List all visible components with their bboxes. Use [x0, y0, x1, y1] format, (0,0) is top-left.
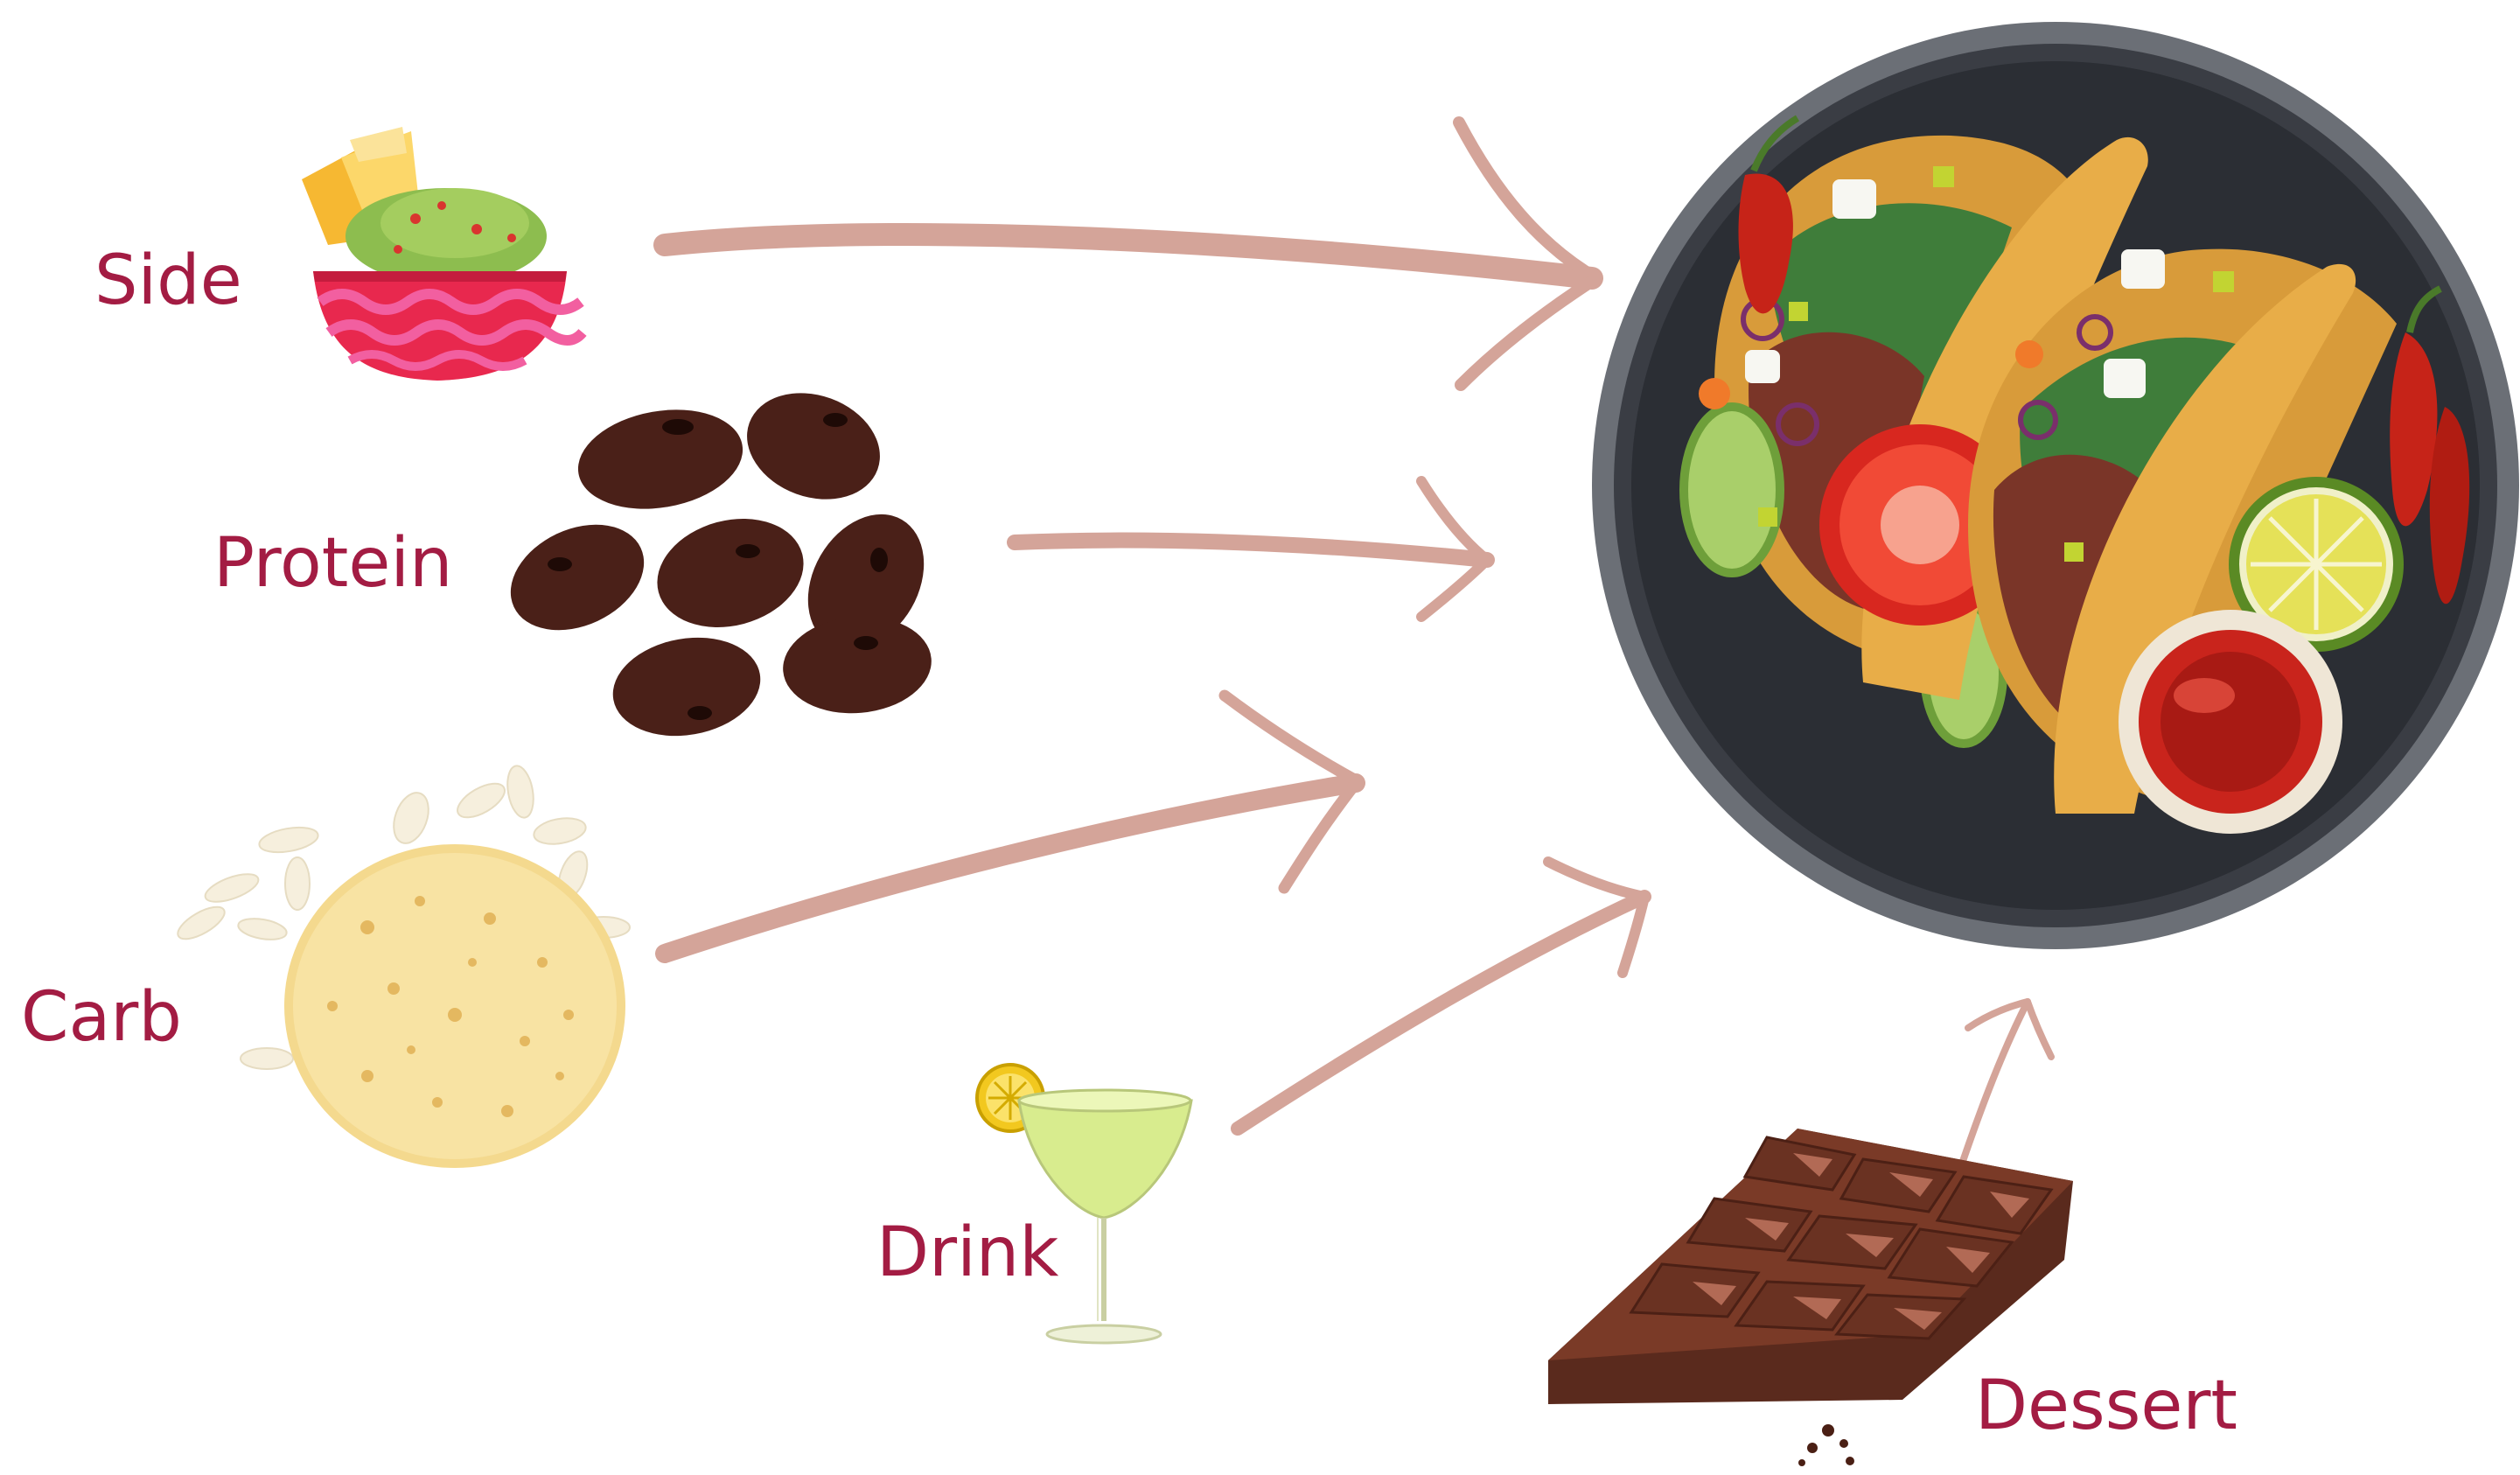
label-dessert: Dessert: [1975, 1372, 2237, 1440]
label-side: Side: [94, 247, 242, 315]
arrow-protein-to-plate: [1015, 481, 1487, 617]
tortilla-icon: [173, 764, 630, 1168]
taco-plate-icon: [1592, 22, 2519, 949]
label-drink: Drink: [876, 1219, 1058, 1287]
label-carb: Carb: [21, 983, 182, 1052]
arrow-drink-to-plate: [1238, 862, 1644, 1129]
margarita-icon: [977, 1065, 1191, 1343]
arrow-side-to-plate: [665, 122, 1596, 385]
arrow-dessert-to-plate: [1958, 1002, 2051, 1177]
label-protein: Protein: [213, 529, 452, 598]
beans-icon: [493, 375, 947, 747]
arrow-carb-to-plate: [665, 696, 1358, 954]
guacamole-bowl-icon: [302, 127, 583, 381]
